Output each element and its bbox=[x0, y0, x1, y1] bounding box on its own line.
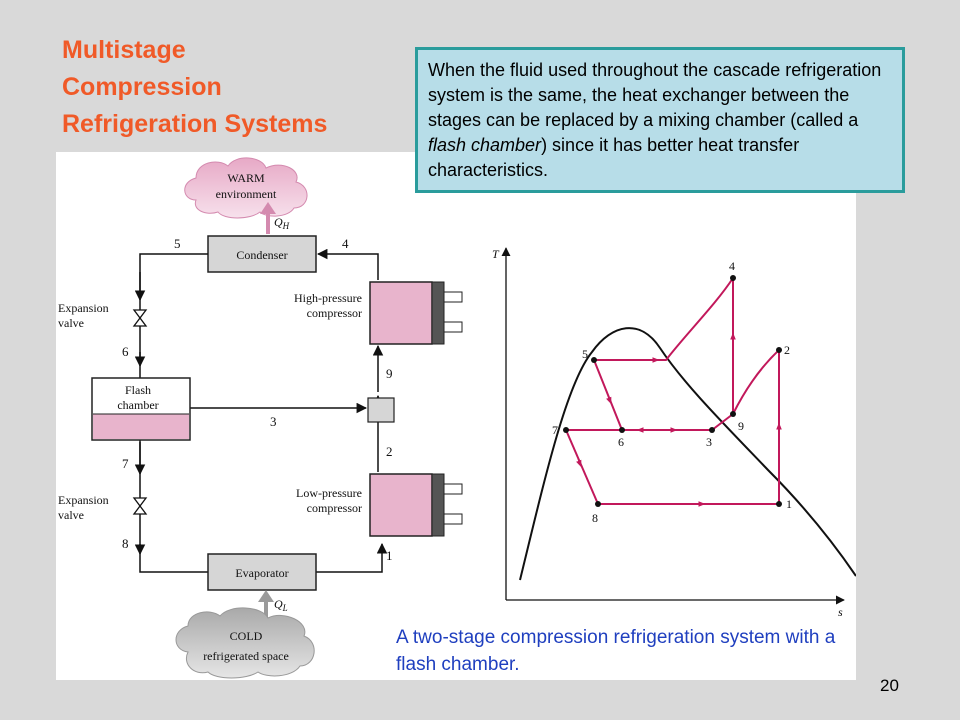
pipe-7-8 bbox=[139, 434, 208, 573]
title-line-1: Multistage bbox=[62, 36, 186, 64]
point-6 bbox=[619, 427, 625, 433]
expansion-valve-bottom-label-1: Expansion bbox=[58, 493, 109, 507]
pipe-4 bbox=[316, 248, 379, 280]
point-2 bbox=[776, 347, 782, 353]
state-7: 7 bbox=[122, 456, 129, 471]
low-pressure-compressor bbox=[369, 473, 463, 537]
expansion-valve-top-label-2: valve bbox=[58, 316, 84, 330]
warm-label: WARM bbox=[227, 171, 265, 185]
point-8 bbox=[595, 501, 601, 507]
refrigerated-space-label: refrigerated space bbox=[203, 649, 289, 663]
process-7-8 bbox=[565, 429, 599, 505]
ts-label-8: 8 bbox=[592, 511, 598, 525]
ts-label-5: 5 bbox=[582, 347, 588, 361]
hp-compressor-label-2: compressor bbox=[307, 306, 362, 320]
state-9: 9 bbox=[386, 366, 393, 381]
process-lines bbox=[565, 277, 780, 505]
point-3 bbox=[709, 427, 715, 433]
ts-label-7: 7 bbox=[552, 423, 558, 437]
mixing-box bbox=[367, 397, 395, 423]
arrow-7-8 bbox=[576, 458, 582, 468]
ts-diagram: T s bbox=[492, 247, 857, 619]
callout-box: When the fluid used throughout the casca… bbox=[415, 47, 905, 193]
ts-label-9: 9 bbox=[738, 419, 744, 433]
expansion-valve-bottom bbox=[132, 497, 148, 515]
expansion-valve-top bbox=[132, 309, 148, 327]
callout-text-2: ) since it has better heat transfer char… bbox=[428, 135, 800, 180]
state-5: 5 bbox=[174, 236, 181, 251]
point-1 bbox=[776, 501, 782, 507]
flash-chamber-label-1: Flash bbox=[125, 383, 151, 397]
ql-arrowhead bbox=[258, 590, 274, 602]
title-line-2: Compression bbox=[62, 73, 222, 101]
cold-label: COLD bbox=[230, 629, 263, 643]
flash-chamber-liquid bbox=[93, 414, 189, 439]
state-1: 1 bbox=[386, 548, 393, 563]
qh-label: QH bbox=[274, 215, 290, 231]
environment-label: environment bbox=[216, 187, 277, 201]
condenser-label: Condenser bbox=[236, 248, 287, 262]
figure-caption: A two-stage compression refrigeration sy… bbox=[396, 627, 836, 675]
warm-environment-cloud: WARM environment bbox=[184, 157, 308, 219]
process-5-6 bbox=[593, 359, 623, 431]
title-line-3: Refrigeration Systems bbox=[62, 110, 328, 138]
callout-emphasis: flash chamber bbox=[428, 135, 542, 155]
expansion-valve-bottom-label-2: valve bbox=[58, 508, 84, 522]
evaporator-label: Evaporator bbox=[235, 566, 288, 580]
hp-compressor-label-1: High-pressure bbox=[294, 291, 362, 305]
lp-compressor-label-2: compressor bbox=[307, 501, 362, 515]
point-4 bbox=[730, 275, 736, 281]
point-7 bbox=[563, 427, 569, 433]
s-axis-label: s bbox=[838, 605, 843, 619]
ts-label-1: 1 bbox=[786, 497, 792, 511]
cold-refrigerated-space-cloud: COLD refrigerated space bbox=[175, 607, 315, 679]
arrow-5-6 bbox=[606, 395, 612, 405]
point-5 bbox=[591, 357, 597, 363]
ts-label-3: 3 bbox=[706, 435, 712, 449]
ts-label-6: 6 bbox=[618, 435, 624, 449]
state-points bbox=[563, 275, 782, 507]
state-6: 6 bbox=[122, 344, 129, 359]
t-axis-label: T bbox=[492, 247, 500, 261]
slide-title: Multistage Compression Refrigeration Sys… bbox=[62, 32, 327, 143]
page-number: 20 bbox=[880, 676, 899, 695]
state-8: 8 bbox=[122, 536, 129, 551]
pipe-5-6 bbox=[139, 253, 208, 388]
process-5-4 bbox=[594, 277, 734, 361]
flash-chamber-label-2: chamber bbox=[117, 398, 158, 412]
process-3-9 bbox=[711, 413, 734, 431]
callout-text-1: When the fluid used throughout the casca… bbox=[428, 60, 882, 130]
point-9 bbox=[730, 411, 736, 417]
pipe-1 bbox=[316, 542, 388, 573]
expansion-valve-top-label-1: Expansion bbox=[58, 301, 109, 315]
process-9-2 bbox=[732, 349, 780, 415]
state-3: 3 bbox=[270, 414, 277, 429]
state-4: 4 bbox=[342, 236, 349, 251]
figure-svg: WARM environment QH Condenser Expansion bbox=[58, 157, 857, 679]
ts-label-4: 4 bbox=[729, 259, 735, 273]
process-arrows bbox=[576, 332, 782, 507]
evaporator-box bbox=[207, 553, 317, 591]
qh-arrowhead bbox=[260, 202, 276, 214]
high-pressure-compressor bbox=[369, 281, 463, 345]
ts-label-2: 2 bbox=[784, 343, 790, 357]
state-2: 2 bbox=[386, 444, 393, 459]
figure-panel: WARM environment QH Condenser Expansion bbox=[56, 152, 857, 680]
ql-label: QL bbox=[274, 597, 288, 613]
lp-compressor-label-1: Low-pressure bbox=[296, 486, 362, 500]
saturation-dome bbox=[519, 327, 857, 581]
